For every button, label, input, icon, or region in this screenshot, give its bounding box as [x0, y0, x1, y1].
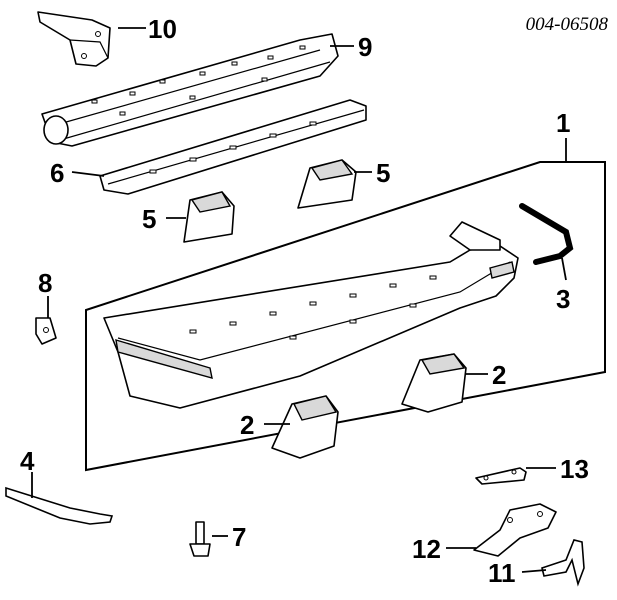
- part-8-clip: [35, 317, 57, 345]
- part-6-absorber: [99, 99, 367, 195]
- part-12-bracket: [473, 503, 557, 557]
- part-10-bracket: [37, 11, 111, 67]
- part-5-end-cap-right: [297, 159, 357, 209]
- part-13-hinge-plate: [475, 467, 527, 485]
- callout-7: 7: [232, 522, 246, 552]
- part-3-trim-seal: [519, 203, 574, 265]
- callout-9: 9: [358, 32, 372, 62]
- callout-5-right: 5: [376, 158, 390, 188]
- callout-10: 10: [148, 14, 177, 44]
- part-7-fastener: [189, 521, 211, 557]
- part-2-corner-cap-upper: [401, 353, 467, 413]
- part-2-corner-cap-lower: [271, 395, 339, 459]
- part-1-bumper-cover: [103, 221, 519, 409]
- callout-11: 11: [488, 558, 516, 588]
- callout-2-right: 2: [492, 360, 506, 390]
- part-4-molding: [5, 486, 114, 525]
- callout-12: 12: [412, 534, 441, 564]
- callout-6: 6: [50, 158, 64, 188]
- leader-lines: [31, 27, 567, 573]
- callout-3: 3: [556, 284, 570, 314]
- callout-8: 8: [38, 268, 52, 298]
- callout-4: 4: [20, 446, 35, 476]
- part-5-end-cap-left: [183, 191, 235, 243]
- callout-1: 1: [556, 108, 570, 138]
- part-9-reinforcement: [41, 33, 339, 147]
- part-11-hook: [541, 539, 585, 587]
- assembly-outline: [85, 161, 606, 472]
- reference-number: 004-06508: [526, 14, 609, 35]
- callout-13: 13: [560, 454, 589, 484]
- callout-5-left: 5: [142, 204, 156, 234]
- callout-2-left: 2: [240, 410, 254, 440]
